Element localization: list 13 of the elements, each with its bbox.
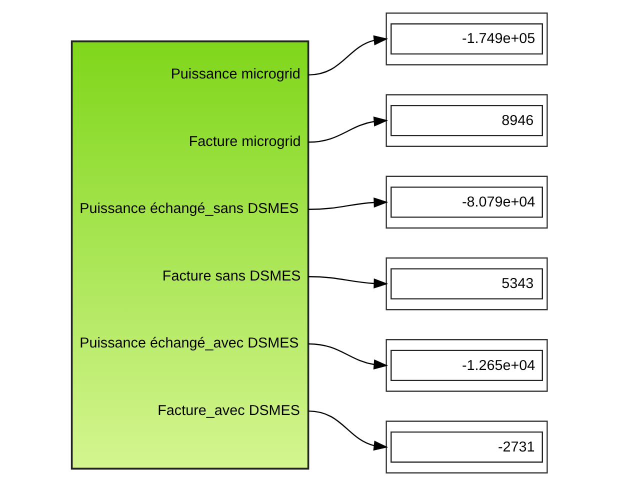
node-box: 5343 bbox=[386, 257, 548, 310]
arrow bbox=[308, 197, 388, 210]
node-box: Puissance microgrid Facture microgrid Puissance échangé_sans DSMES Facture sans DSMES Puissance échangé_avec DSMES Facture_avec DSMES bbox=[70, 40, 310, 470]
arrow bbox=[308, 35, 388, 76]
node-box: 8946 bbox=[386, 94, 548, 147]
node-box: -1.265e+04 bbox=[386, 339, 548, 392]
arrow bbox=[308, 343, 388, 370]
node-box: -8.079e+04 bbox=[386, 176, 548, 229]
arrow bbox=[308, 116, 388, 143]
node-box: -2731 bbox=[386, 420, 548, 474]
node-box: -1.749e+05 bbox=[386, 12, 548, 66]
arrow bbox=[308, 410, 388, 451]
arrow bbox=[308, 276, 388, 289]
